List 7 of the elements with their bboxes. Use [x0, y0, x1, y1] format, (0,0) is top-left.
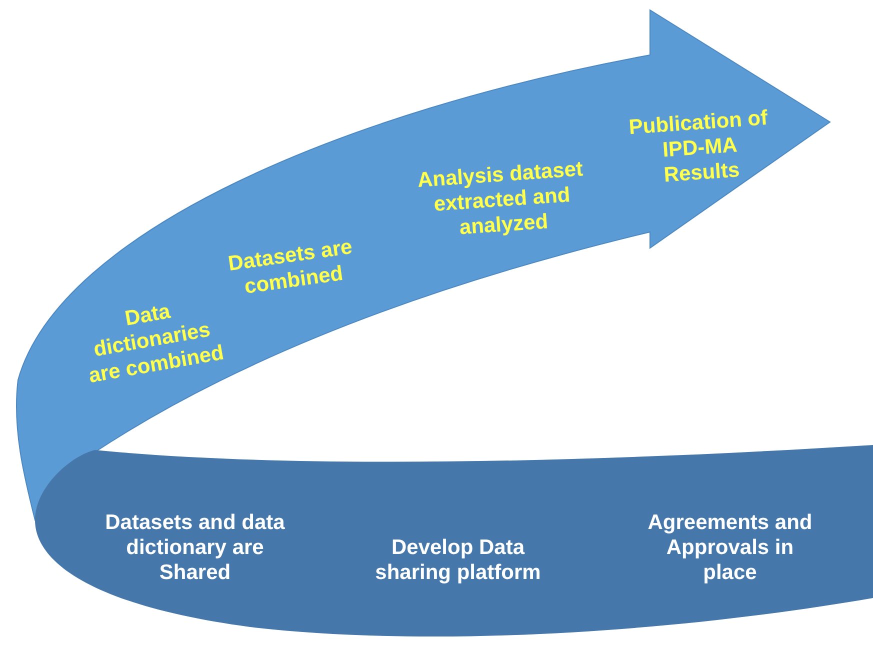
step-label: Datasets are combined	[226, 234, 355, 301]
step-label: Datasets and data dictionary are Shared	[104, 510, 286, 586]
step-label: Agreements and Approvals in place	[646, 510, 814, 586]
step-label: Develop Data sharing platform	[374, 534, 542, 586]
step-label: Data dictionaries are combined	[86, 298, 227, 390]
step-label: Publication of IPD-MA Results	[628, 105, 770, 190]
step-label: Analysis dataset extracted and analyzed	[416, 156, 585, 242]
